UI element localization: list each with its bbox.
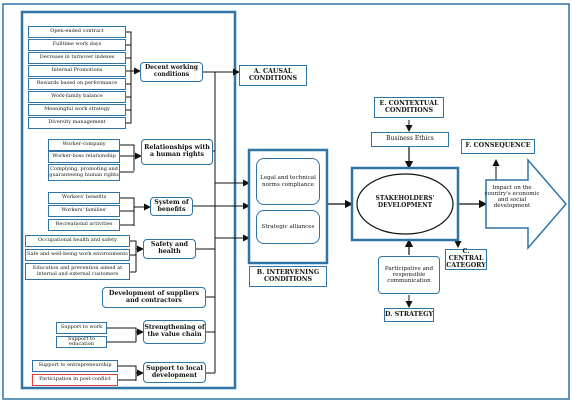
center-ellipse <box>356 173 454 235</box>
list-item: Open-ended contract <box>28 26 126 38</box>
category-decent: Decent working conditions <box>140 62 203 82</box>
list-item: Workers' families' <box>48 205 120 217</box>
label-intervening: B. INTERVENING CONDITIONS <box>249 266 327 287</box>
decent-connectors <box>126 31 141 124</box>
list-item: Work-family balance <box>28 91 126 103</box>
list-item: Complying, promoting and guaranteeing hu… <box>48 164 120 181</box>
category-suppliers: Development of suppliers and contractors <box>102 287 206 308</box>
center-label: STAKEHOLDERS' DEVELOPMENT <box>375 195 435 209</box>
impact-arrow-shape <box>485 157 567 251</box>
central-panel <box>350 166 460 242</box>
intervening-panel <box>247 148 329 265</box>
list-item-highlighted: Participation in post-conflict <box>32 374 118 386</box>
list-item: Recreational activities <box>48 219 120 231</box>
benefit-connectors <box>120 197 151 226</box>
intervening-item-legal: Legal and technical norms compliance <box>256 158 320 205</box>
relationship-connectors <box>120 144 142 173</box>
category-relationships: Relationships with a human rights <box>141 139 213 165</box>
label-consequence: F. CONSEQUENCE <box>461 139 535 154</box>
impact-label: Impact on the country's economic and soc… <box>484 185 540 210</box>
list-item: Rewards based on performance <box>28 78 126 90</box>
value-chain-connectors <box>107 327 144 343</box>
list-item: Worker-boss relationship <box>48 151 120 163</box>
list-item: Support to education <box>56 336 107 348</box>
business-ethics: Business Ethics <box>371 132 449 147</box>
local-connectors <box>118 365 144 381</box>
list-item: Workers' benefits <box>48 192 120 204</box>
list-item: Diversity management <box>28 117 126 129</box>
list-item: Meaningful work strategy <box>28 104 126 116</box>
category-trunk <box>193 68 250 374</box>
list-item: Support to work <box>56 322 107 334</box>
safety-connectors <box>130 240 144 273</box>
label-strategy: D. STRATEGY <box>384 308 434 322</box>
list-item: Worker-company <box>48 139 120 151</box>
category-value-chain: Strengthening of the value chain <box>143 320 206 344</box>
category-benefits: System of benefits <box>150 197 193 216</box>
list-item: Internal Promotions <box>28 65 126 77</box>
list-item: Decrease in turnover indexes <box>28 52 126 64</box>
list-item: Safe and well-being work environments <box>25 249 130 261</box>
list-item: Education and prevention aimed at intern… <box>25 263 130 280</box>
list-item: Occupational health and safety <box>25 235 130 247</box>
label-contextual: E. CONTEXTUAL CONDITIONS <box>374 97 444 118</box>
outer-frame <box>2 3 570 400</box>
intervening-item-alliances: Strategic alliances <box>256 210 320 244</box>
label-causal: A. CAUSAL CONDITIONS <box>239 65 307 86</box>
list-item: Support to entrepreneurship <box>32 360 118 372</box>
causal-panel <box>20 10 237 390</box>
list-item: Fulltime work days <box>28 39 126 51</box>
category-safety: Safety and health <box>143 239 196 259</box>
category-local: Support to local development <box>143 362 206 383</box>
strategy-item: Participative and responsible communicat… <box>378 256 440 294</box>
label-central: C. CENTRAL CATEGORY <box>445 248 487 270</box>
